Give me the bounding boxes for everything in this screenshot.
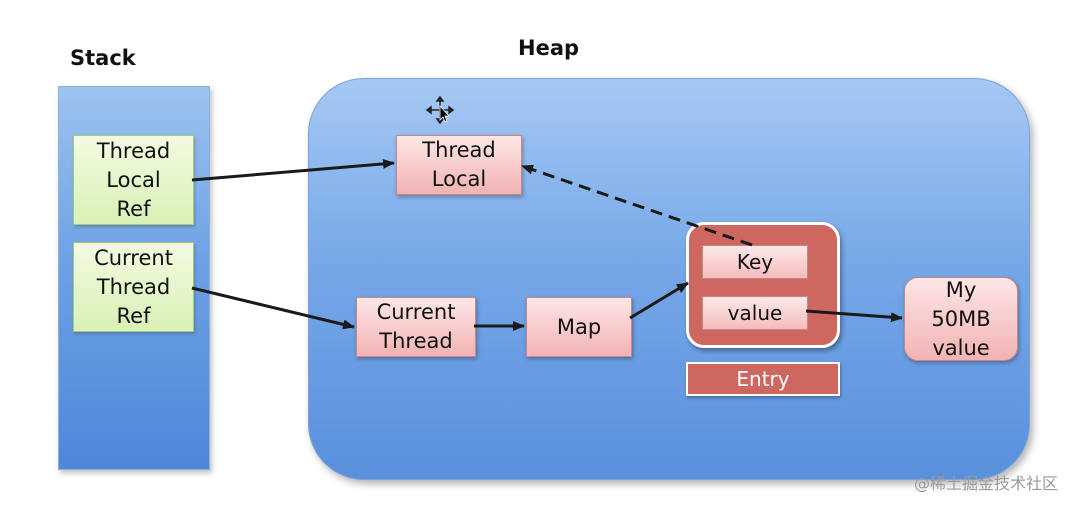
thread-local-ref-box: Thread Local Ref [73,135,194,225]
entry-label: Entry [686,362,840,396]
heap-title: Heap [518,36,580,60]
watermark: @稀土掘金技术社区 [913,474,1058,493]
arrow-key-to-threadlocal-weak [521,164,753,247]
arrow-value-to-my-value [805,309,903,323]
move-cursor-icon [426,96,454,124]
map-object-box: Map [526,297,632,357]
arrow-currentthreadref-to-currentthread [191,286,355,330]
stack-title: Stack [70,46,136,70]
entry-value-box: value [702,296,808,330]
arrow-threadlocalref-to-threadlocal [191,158,395,182]
entry-key-box: Key [702,245,808,279]
current-thread-ref-box: Current Thread Ref [73,242,194,332]
current-thread-object-box: Current Thread [356,297,476,357]
my-50mb-value-box: My 50MB value [904,277,1018,361]
arrow-map-to-entry [629,281,689,320]
